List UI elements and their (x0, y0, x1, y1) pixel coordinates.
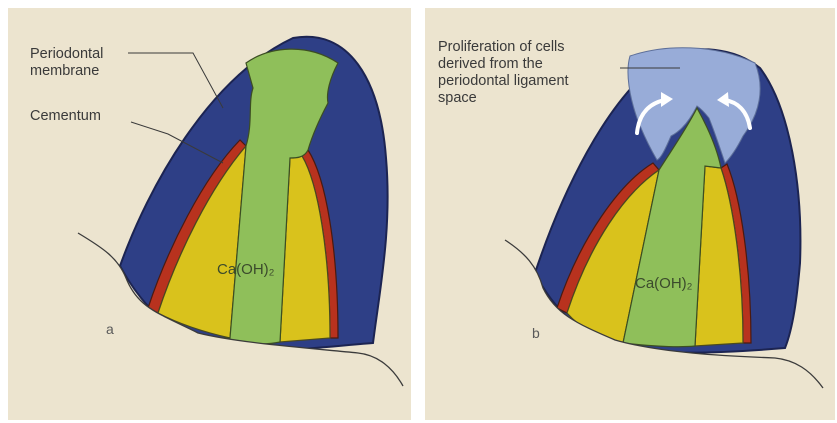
proliferation-label: Proliferation of cells derived from the … (438, 39, 569, 107)
panel-a: Ca(OH)₂ a Periodontal membrane Cementum (8, 8, 411, 420)
label-line: Periodontal (30, 46, 103, 63)
periodontal-membrane-label: Periodontal membrane (30, 46, 103, 80)
label-line: periodontal ligament (438, 73, 569, 90)
cementum-label: Cementum (30, 108, 101, 125)
panel-b: Ca(OH)₂ b Proliferation of cells derived… (425, 8, 835, 420)
medicament-label: Ca(OH)₂ (217, 261, 275, 278)
label-line: space (438, 90, 569, 107)
label-line: membrane (30, 63, 103, 80)
label-line: Proliferation of cells (438, 39, 569, 56)
periodontal-membrane-leader (128, 53, 223, 108)
label-line: derived from the (438, 56, 569, 73)
medicament-label: Ca(OH)₂ (635, 275, 693, 292)
panel-letter: a (106, 321, 114, 337)
panel-letter: b (532, 325, 540, 341)
